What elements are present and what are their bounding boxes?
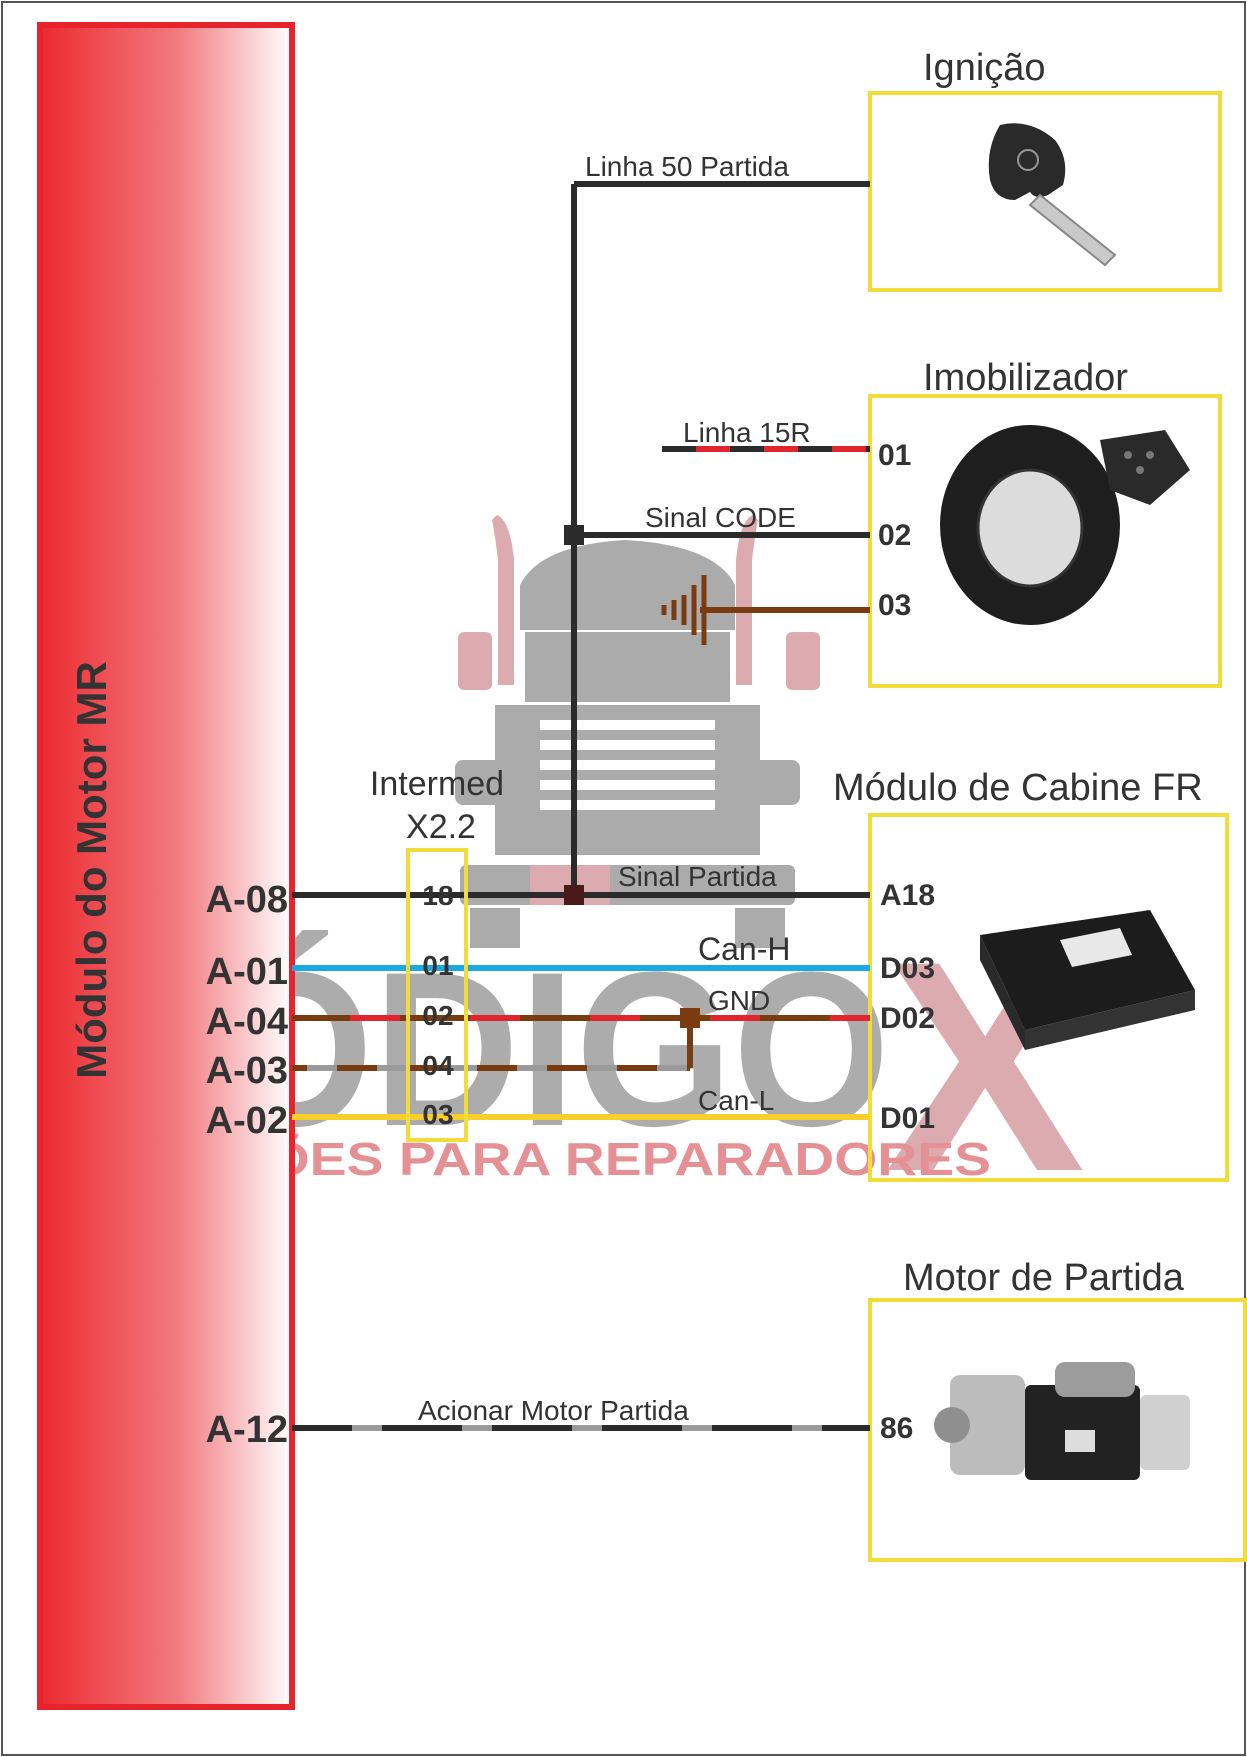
pin-a08: A-08	[206, 879, 288, 921]
ignition-box	[868, 91, 1222, 292]
junction-gnd	[680, 1008, 700, 1028]
ignition-key-icon	[988, 123, 1117, 267]
starter-title: Motor de Partida	[903, 1257, 1185, 1299]
pin-a02: A-02	[206, 1100, 288, 1142]
wires	[292, 181, 870, 1431]
connector-pin-04: 04	[422, 1050, 454, 1081]
connector-pin-03: 03	[422, 1099, 453, 1130]
label-can-l: Can-L	[698, 1085, 774, 1116]
connector-pin-18: 18	[422, 880, 453, 911]
starter-pin-86: 86	[880, 1412, 913, 1445]
starter-motor-icon	[934, 1362, 1190, 1480]
immobilizer-title: Imobilizador	[923, 357, 1128, 399]
label-sinal-code: Sinal CODE	[645, 502, 796, 533]
cab-pin-d02: D02	[880, 1002, 935, 1035]
cab-pin-a18: A18	[880, 879, 935, 912]
label-acionar-motor: Acionar Motor Partida	[418, 1395, 689, 1426]
pin-a12: A-12	[206, 1409, 288, 1451]
label-linha-50: Linha 50 Partida	[585, 151, 789, 182]
connector-title-line2: X2.2	[406, 808, 476, 846]
junction-code	[564, 525, 584, 545]
cab-module-icon	[980, 910, 1195, 1050]
label-sinal-partida: Sinal Partida	[618, 861, 777, 892]
pin-a01: A-01	[206, 951, 288, 993]
connector-pin-01: 01	[422, 950, 453, 981]
label-can-h: Can-H	[698, 931, 790, 967]
immobilizer-box	[868, 394, 1222, 688]
label-linha-15r: Linha 15R	[683, 417, 811, 448]
connector-title-line1: Intermed	[370, 765, 504, 803]
cab-module-title: Módulo de Cabine FR	[833, 767, 1203, 809]
cab-pin-d01: D01	[880, 1102, 935, 1135]
immobilizer-ring-icon	[940, 425, 1190, 625]
label-gnd: GND	[708, 985, 770, 1016]
cab-pin-d03: D03	[880, 952, 935, 985]
junction-start-signal	[564, 885, 584, 905]
engine-ecu-block	[37, 22, 295, 1710]
ignition-title: Ignição	[923, 47, 1046, 89]
pin-a04: A-04	[206, 1001, 288, 1043]
pin-a03: A-03	[206, 1050, 288, 1092]
connector-pin-02: 02	[422, 1000, 453, 1031]
immobilizer-pin-03: 03	[878, 589, 911, 622]
cab-module-box	[868, 813, 1229, 1182]
ground-symbol-icon	[661, 575, 707, 645]
immobilizer-pin-02: 02	[878, 519, 911, 552]
ecu-label: Módulo do Motor MR	[68, 661, 115, 1079]
immobilizer-pin-01: 01	[878, 439, 911, 472]
connector-x22-box	[406, 848, 468, 1142]
